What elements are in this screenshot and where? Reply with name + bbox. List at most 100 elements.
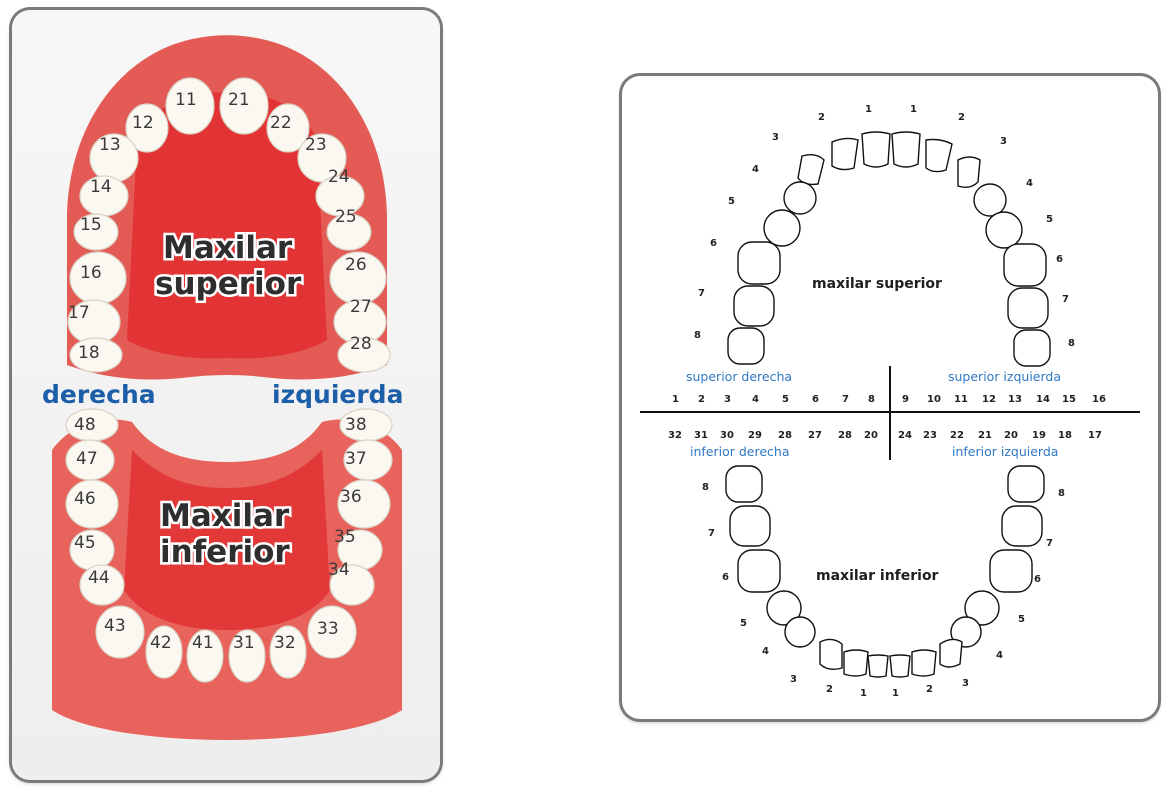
tooth-label-lower-right: 1 [860,688,867,699]
bottom-row-number: 21 [978,430,992,441]
tooth-label-upper-left: 3 [1000,136,1007,147]
lower-jaw-label-line1: Maxilar [160,498,290,534]
side-label-right: derecha [42,380,156,409]
tooth-num-38: 38 [345,415,367,435]
top-row-number: 9 [902,394,909,405]
tooth-num-24: 24 [328,167,350,187]
quadrant-upper-right: superior derecha [686,369,792,384]
tooth-label-upper-right: 3 [772,132,779,143]
bottom-row-number: 17 [1088,430,1102,441]
right-card: maxilar superior maxilar inferior superi… [622,76,1158,719]
tooth-label-upper-left: 6 [1056,254,1063,265]
side-label-left: izquierda [272,380,403,409]
top-row-number: 6 [812,394,819,405]
bottom-row-number: 28 [838,430,852,441]
top-row-number: 15 [1062,394,1076,405]
top-row-number: 11 [954,394,968,405]
tooth-label-upper-right: 8 [694,330,701,341]
tooth-label-upper-right: 1 [865,104,872,115]
tooth-num-48: 48 [74,415,96,435]
top-row-number: 4 [752,394,759,405]
tooth-label-lower-right: 6 [722,572,729,583]
tooth-label-lower-right: 3 [790,674,797,685]
bottom-row-number: 22 [950,430,964,441]
bottom-row-number: 23 [923,430,937,441]
tooth-label-upper-left: 7 [1062,294,1069,305]
tooth-label-lower-left: 3 [962,678,969,689]
tooth-num-34: 34 [328,560,350,580]
bottom-row-number: 20 [864,430,878,441]
lower-jaw-label-line2: inferior [160,534,290,570]
upper-jaw-label-line1: Maxilar [163,230,293,266]
bottom-row-number: 24 [898,430,912,441]
tooth-label-lower-right: 7 [708,528,715,539]
top-row-number: 8 [868,394,875,405]
tooth-num-35: 35 [334,527,356,547]
tooth-num-45: 45 [74,533,96,553]
tooth-label-upper-left: 8 [1068,338,1075,349]
tooth-label-lower-left: 6 [1034,574,1041,585]
upper-jaw-label-line2: superior [155,266,302,302]
top-row-number: 7 [842,394,849,405]
tooth-num-12: 12 [132,113,154,133]
bottom-row-number: 30 [720,430,734,441]
top-row-number: 5 [782,394,789,405]
tooth-label-upper-right: 6 [710,238,717,249]
tooth-label-upper-right: 7 [698,288,705,299]
tooth-num-26: 26 [345,255,367,275]
tooth-label-upper-right: 5 [728,196,735,207]
tooth-label-lower-left: 1 [892,688,899,699]
bottom-row-number: 31 [694,430,708,441]
top-row-number: 16 [1092,394,1106,405]
tooth-label-upper-right: 2 [818,112,825,123]
tooth-label-upper-left: 5 [1046,214,1053,225]
tooth-label-lower-right: 4 [762,646,769,657]
bottom-row-number: 20 [1004,430,1018,441]
tooth-num-43: 43 [104,616,126,636]
tooth-num-21: 21 [228,90,250,110]
top-row-number: 12 [982,394,996,405]
quadrant-upper-left: superior izquierda [948,369,1061,384]
tooth-num-32: 32 [274,633,296,653]
top-row-number: 1 [672,394,679,405]
tooth-label-lower-right: 5 [740,618,747,629]
upper-arch-teeth [728,132,1050,366]
tooth-num-25: 25 [335,207,357,227]
tooth-label-upper-left: 2 [958,112,965,123]
tooth-num-42: 42 [150,633,172,653]
tooth-label-upper-right: 4 [752,164,759,175]
tooth-num-14: 14 [90,177,112,197]
tooth-label-upper-left: 4 [1026,178,1033,189]
tooth-num-15: 15 [80,215,102,235]
tooth-num-47: 47 [76,449,98,469]
top-row-number: 3 [724,394,731,405]
bottom-row-number: 32 [668,430,682,441]
top-row-number: 13 [1008,394,1022,405]
quadrant-lower-right: inferior derecha [690,444,790,459]
bottom-row-number: 19 [1032,430,1046,441]
tooth-num-44: 44 [88,568,110,588]
bottom-row-number: 28 [778,430,792,441]
tooth-num-16: 16 [80,263,102,283]
tooth-num-17: 17 [68,303,90,323]
tooth-label-upper-left: 1 [910,104,917,115]
tooth-num-18: 18 [78,343,100,363]
quadrant-lower-left: inferior izquierda [952,444,1058,459]
tooth-num-41: 41 [192,633,214,653]
left-card: 11 12 13 14 15 16 17 18 21 22 23 24 25 2… [12,10,440,780]
tooth-label-lower-right: 2 [826,684,833,695]
tooth-num-37: 37 [345,449,367,469]
top-row-number: 2 [698,394,705,405]
tooth-label-lower-left: 4 [996,650,1003,661]
top-row-number: 14 [1036,394,1050,405]
bottom-row-number: 18 [1058,430,1072,441]
tooth-num-33: 33 [317,619,339,639]
tooth-num-46: 46 [74,489,96,509]
tooth-label-lower-left: 2 [926,684,933,695]
top-row-number: 10 [927,394,941,405]
tooth-num-23: 23 [305,135,327,155]
tooth-label-lower-left: 8 [1058,488,1065,499]
lower-arch-title: maxilar inferior [816,568,939,584]
